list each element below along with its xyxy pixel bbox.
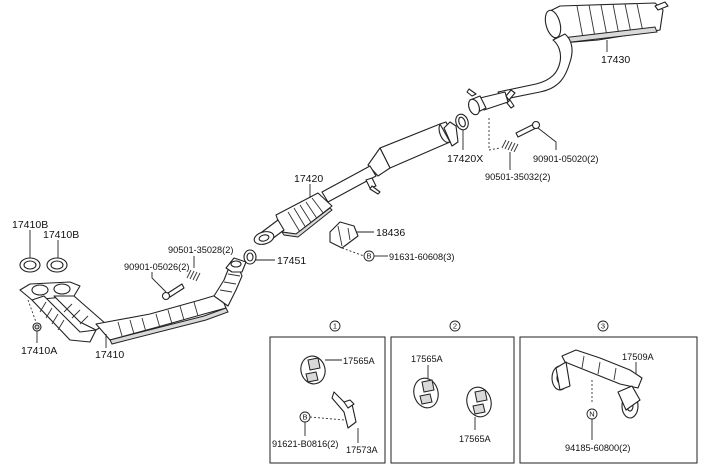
gasket-17451[interactable] xyxy=(243,249,257,265)
label-17410: 17410 xyxy=(95,349,124,361)
nut-17410a[interactable] xyxy=(32,322,42,332)
inset-1: 1 17565A 17573A B 91621-B0816(2) xyxy=(269,320,386,464)
inset-2-number: 2 xyxy=(453,322,457,331)
label-17410b-1: 17410B xyxy=(12,219,48,231)
marker-b-inset1-text: B xyxy=(302,413,307,422)
intermediate-pipe-flange xyxy=(466,88,516,116)
label-17410b-2: 17410B xyxy=(43,229,79,241)
label-17410a: 17410A xyxy=(21,345,57,357)
tailpipe-bend xyxy=(497,33,573,100)
inset-3-number-badge xyxy=(597,320,609,332)
inset-1-number-badge xyxy=(329,320,341,332)
inset-3: 3 17509A N 94185-60800(2) xyxy=(519,320,698,464)
bolt-90901-05020[interactable] xyxy=(515,120,541,138)
center-pipe-17420[interactable] xyxy=(253,121,459,247)
hanger-rubber-17565a-right[interactable] xyxy=(464,384,495,419)
label-17430: 17430 xyxy=(601,54,630,66)
inset-2: 2 17565A 17565A xyxy=(390,320,515,464)
spring-90501-35032[interactable] xyxy=(501,139,519,170)
label-inset1-17565a: 17565A xyxy=(343,356,376,366)
label-90901-05020: 90901-05020(2) xyxy=(533,154,598,164)
label-inset3-17509a: 17509A xyxy=(622,352,655,362)
label-17420: 17420 xyxy=(294,173,323,185)
bracket-18436[interactable] xyxy=(329,221,359,249)
label-17420x: 17420X xyxy=(447,153,483,165)
marker-b-main-text: B xyxy=(366,252,371,261)
front-pipe-17410[interactable] xyxy=(19,257,247,345)
label-17451: 17451 xyxy=(277,255,306,267)
inset-2-number-badge xyxy=(449,320,461,332)
rear-muffler-17430[interactable] xyxy=(543,1,669,44)
gasket-17420x[interactable] xyxy=(454,112,471,131)
label-inset1-17573a: 17573A xyxy=(346,445,379,455)
label-90901-05026: 90901-05026(2) xyxy=(124,262,189,272)
spring-90501-35028[interactable] xyxy=(186,269,201,282)
bolt-90901-05026[interactable] xyxy=(161,283,185,301)
bracket-17573a[interactable] xyxy=(331,391,357,429)
gasket-17410b-1[interactable] xyxy=(19,257,41,273)
label-91631-60608: 91631-60608(3) xyxy=(389,252,454,262)
label-18436: 18436 xyxy=(376,227,405,239)
label-inset2-17565a-top: 17565A xyxy=(411,354,444,364)
inset-1-number: 1 xyxy=(333,322,337,331)
label-inset1-91621-b0816: 91621-B0816(2) xyxy=(272,439,338,449)
crossmember-bracket-17509a[interactable] xyxy=(551,349,643,419)
label-inset2-17565a-bottom: 17565A xyxy=(459,434,492,444)
hanger-rubber-17565a-left[interactable] xyxy=(411,375,442,410)
hanger-rubber-17565a[interactable] xyxy=(298,353,328,386)
label-90501-35028: 90501-35028(2) xyxy=(168,245,233,255)
label-90501-35032: 90501-35032(2) xyxy=(485,172,550,182)
gasket-17410b-2[interactable] xyxy=(46,257,68,273)
label-inset3-94185-60800: 94185-60800(2) xyxy=(565,443,630,453)
marker-n-inset3-text: N xyxy=(589,410,594,419)
inset-3-number: 3 xyxy=(601,322,605,331)
